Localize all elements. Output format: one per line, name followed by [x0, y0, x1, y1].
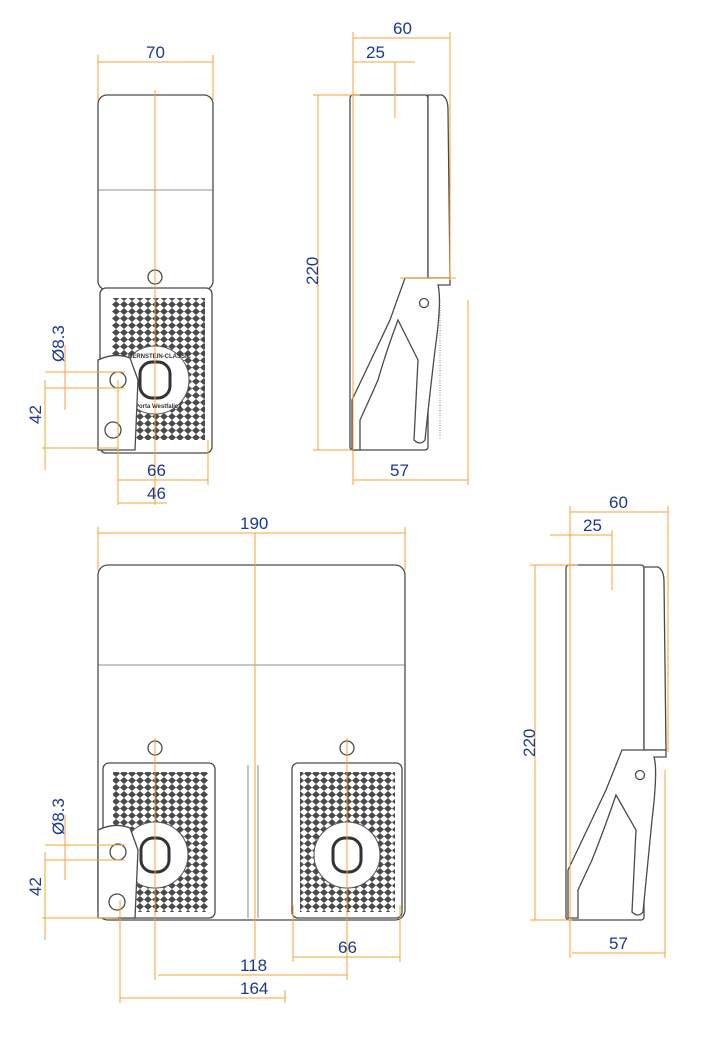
dim-depth: 60	[609, 493, 628, 512]
dim-depth: 60	[393, 19, 412, 38]
dim-hole-offset: 164	[240, 979, 268, 998]
dim-pedal-depth: 57	[609, 934, 628, 953]
side-view-single: 60 25 220 57	[303, 19, 469, 485]
dim-width: 70	[146, 43, 165, 62]
mounting-hole	[104, 421, 122, 439]
dim-height: 220	[520, 729, 539, 757]
dim-pedal-spacing: 118	[240, 956, 267, 975]
dim-hole-offset: 46	[147, 484, 166, 503]
front-view-double: 190 Ø8.3 42 66 118 164	[26, 514, 406, 1003]
dim-offset: 25	[366, 43, 385, 62]
side-view-double: 60 25 220 57	[520, 493, 669, 958]
dim-width: 190	[240, 514, 268, 533]
mounting-hole	[108, 893, 126, 911]
dim-hole-diameter: Ø8.3	[49, 325, 68, 362]
front-view-single: BERNSTEIN-CLASSIC Porta Westfalica 70 Ø8…	[26, 43, 214, 505]
dim-pedal-width: 66	[338, 938, 357, 957]
dim-offset: 25	[583, 516, 602, 535]
dim-hole-spacing: 42	[26, 877, 45, 896]
dim-pedal-width: 66	[147, 461, 166, 480]
dim-hole-diameter: Ø8.3	[49, 798, 68, 835]
mounting-hole	[109, 843, 127, 861]
svg-text:Porta Westfalica: Porta Westfalica	[135, 404, 182, 410]
dim-pedal-depth: 57	[390, 461, 409, 480]
dim-height: 220	[303, 257, 322, 285]
dim-hole-spacing: 42	[26, 405, 45, 424]
svg-text:BERNSTEIN-CLASSIC: BERNSTEIN-CLASSIC	[128, 354, 192, 360]
